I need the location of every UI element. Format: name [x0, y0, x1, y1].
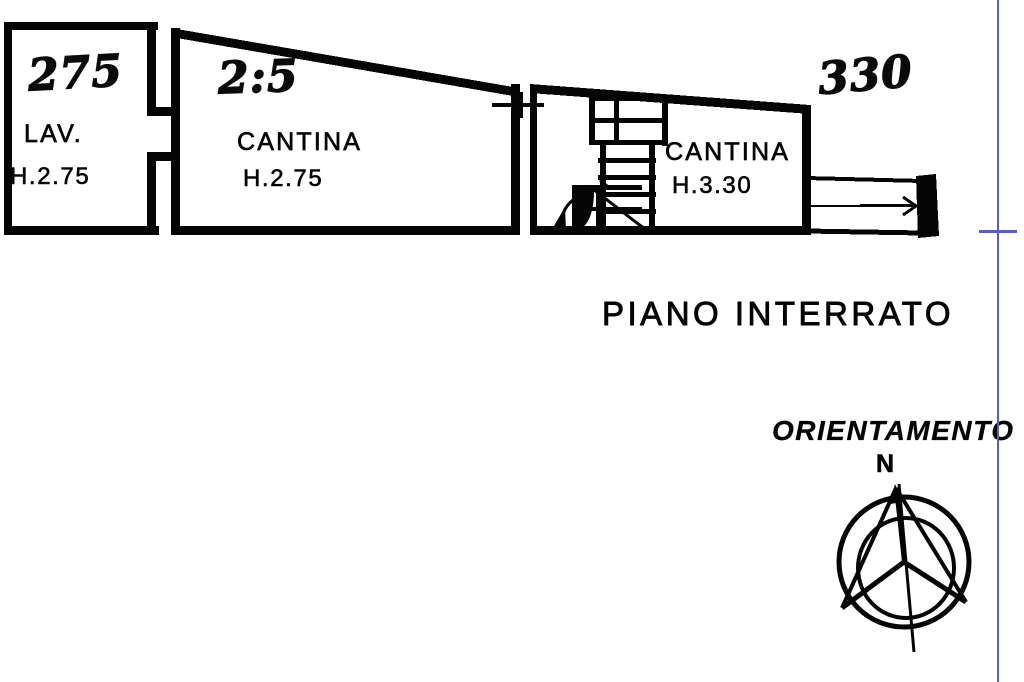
corridor-arrow-shaft: [860, 204, 915, 207]
wall-lav-bottom: [4, 226, 159, 235]
wall-lav-right-lower-cap: [147, 152, 179, 161]
stair-tread: [589, 118, 668, 123]
stair-tread: [598, 192, 656, 197]
stair-frame-right-lower: [649, 142, 655, 234]
room-label-lav: LAV.: [24, 120, 83, 149]
room-height-lav: H.2.75: [10, 163, 91, 191]
compass-star-edge-left: [840, 487, 898, 609]
corridor-line-bottom: [805, 228, 923, 236]
door-small-leaf: [551, 207, 566, 231]
wall-lav-right-upper: [147, 22, 156, 115]
handwritten-note-330: 330: [815, 45, 915, 106]
stair-tread: [598, 209, 656, 214]
room-height-cantina-right: H.3.30: [672, 172, 753, 200]
stair-tread: [598, 226, 656, 231]
compass-arm-southwest: [840, 559, 906, 611]
wall-middle-vertical: [511, 84, 520, 235]
understair-box-top: [572, 185, 642, 190]
wall-lav-right-lower: [147, 152, 156, 235]
stair-tread: [598, 158, 656, 163]
understair-box-vert: [596, 185, 600, 233]
wall-cantina-right-side: [802, 105, 811, 235]
corridor-end-wall: [916, 174, 939, 238]
door-leaf-understair: [573, 186, 595, 232]
corridor-line-top: [805, 176, 923, 183]
compass-outer-circle: [836, 494, 972, 630]
guide-line-vertical: [997, 0, 999, 682]
compass-needle-axis: [897, 483, 916, 653]
page-title: PIANO INTERRATO: [602, 295, 954, 333]
compass-rose: [836, 483, 972, 653]
wall-cantina-top-sloped: [171, 28, 519, 97]
stair-break-line-2: [599, 178, 608, 188]
room-label-cantina-left: CANTINA: [237, 128, 363, 157]
room-height-cantina-left: H.2.75: [243, 165, 324, 193]
handwritten-note-275b: 2:5: [216, 50, 300, 105]
compass-arm-southeast: [902, 559, 968, 605]
door-tick-horizontal: [492, 103, 544, 107]
wall-lav-left: [4, 22, 12, 234]
compass-north-point: [890, 484, 903, 504]
stair-tread: [598, 175, 656, 180]
guide-mark-crosshair: [979, 230, 1017, 233]
compass-north-label: N: [876, 450, 895, 479]
understair-box-mid: [572, 207, 642, 211]
door-tick-vertical: [519, 92, 523, 118]
stair-tread: [589, 140, 668, 145]
wall-cantina-left-side: [171, 28, 180, 235]
stair-break-line: [588, 184, 651, 235]
wall-lav-top: [8, 22, 158, 30]
handwritten-note-275: 275: [26, 45, 125, 102]
wall-cantina-right-bottom: [530, 226, 810, 235]
wall-cantina-bottom: [171, 226, 519, 235]
wall-lav-right-upper-cap: [147, 107, 179, 116]
wall-middle-vertical-2: [530, 88, 537, 235]
compass-label-orientamento: ORIENTAMENTO: [772, 415, 1015, 446]
stair-tread: [589, 96, 668, 101]
compass-star-edge-right: [894, 486, 968, 604]
room-label-cantina-right: CANTINA: [665, 138, 791, 167]
corridor-arrow-head: [902, 195, 919, 217]
wall-cantina-right-top: [530, 84, 810, 114]
